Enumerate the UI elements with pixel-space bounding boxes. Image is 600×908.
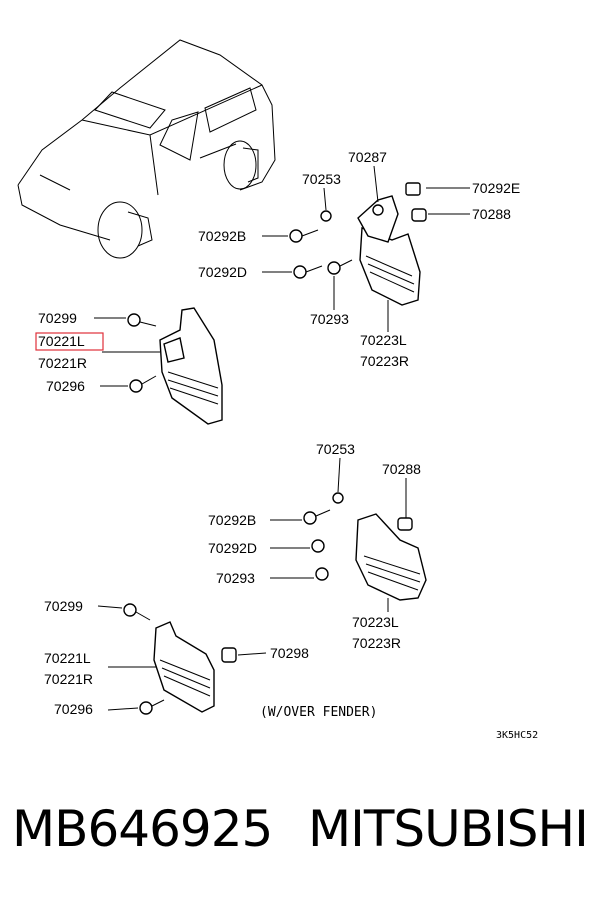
label-70223R-lower: 70223R <box>352 635 401 651</box>
part-number: MB646925 <box>12 800 273 858</box>
label-70293-upper: 70293 <box>310 311 349 327</box>
rear-mudflap-upper <box>289 182 427 306</box>
label-70292D-upper: 70292D <box>198 264 247 280</box>
label-70296-upper: 70296 <box>46 378 85 394</box>
label-70253-lower: 70253 <box>316 441 355 457</box>
label-70298: 70298 <box>270 645 309 661</box>
diagram-code: 3K5HC52 <box>496 730 538 741</box>
parts-diagram: 70287 70253 70292E 70288 70292B 70292D 7… <box>17 39 538 741</box>
label-70293-lower: 70293 <box>216 570 255 586</box>
label-70288-upper: 70288 <box>472 206 511 222</box>
label-70253-upper: 70253 <box>302 171 341 187</box>
rear-mudflap-lower <box>303 492 427 601</box>
over-fender-note: (W/OVER FENDER) <box>260 705 377 720</box>
label-70296-lower: 70296 <box>54 701 93 717</box>
label-70221R-upper: 70221R <box>38 355 87 371</box>
label-70221R-lower: 70221R <box>44 671 93 687</box>
label-70292E: 70292E <box>472 180 520 196</box>
label-70292B-lower: 70292B <box>208 512 256 528</box>
vehicle-illustration <box>17 39 276 259</box>
label-70299-upper: 70299 <box>38 310 77 326</box>
front-mudflap-upper <box>127 307 223 425</box>
brand-name: MITSUBISHI <box>308 800 589 858</box>
leader-lines <box>94 165 470 711</box>
label-70223L-upper: 70223L <box>360 332 407 348</box>
label-70292D-lower: 70292D <box>208 540 257 556</box>
label-70223R-upper: 70223R <box>360 353 409 369</box>
front-mudflap-lower <box>123 603 237 715</box>
label-70299-lower: 70299 <box>44 598 83 614</box>
label-70292B-upper: 70292B <box>198 228 246 244</box>
footer: MB646925 MITSUBISHI <box>0 800 600 880</box>
label-70287: 70287 <box>348 149 387 165</box>
label-70221L-upper: 70221L <box>38 333 85 349</box>
highlight-box <box>35 332 104 351</box>
label-70288-lower: 70288 <box>382 461 421 477</box>
label-70221L-lower: 70221L <box>44 650 91 666</box>
label-70223L-lower: 70223L <box>352 614 399 630</box>
